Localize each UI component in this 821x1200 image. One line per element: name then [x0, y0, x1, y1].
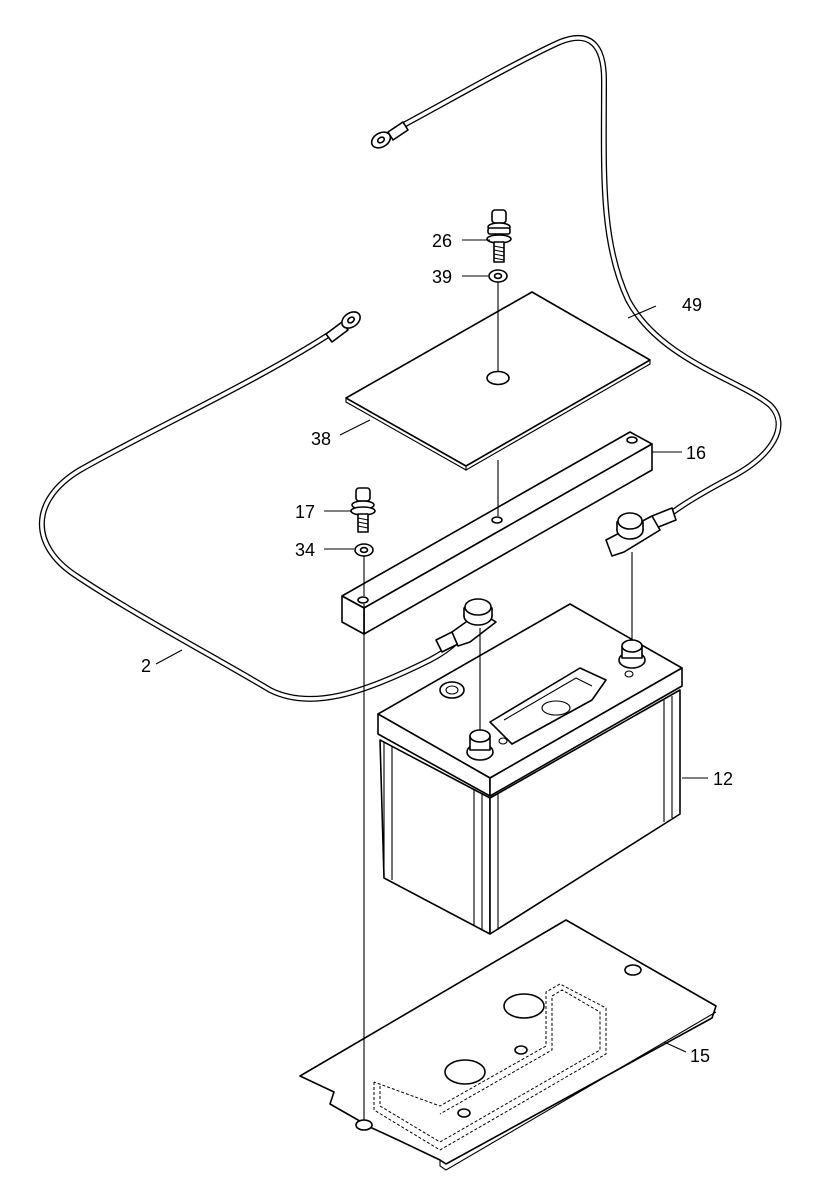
callout-49: 49	[682, 295, 702, 315]
hold-down-bar-16	[341, 431, 653, 635]
callout-39: 39	[432, 267, 452, 287]
washer-34	[354, 543, 374, 557]
assembly-lines	[363, 282, 633, 1120]
bolt-17	[350, 487, 376, 533]
callout-26: 26	[432, 231, 452, 251]
bolt-26	[486, 209, 512, 263]
cable-2	[38, 311, 497, 702]
callout-15: 15	[690, 1046, 710, 1066]
battery-tray-15	[299, 919, 717, 1171]
leader-lines	[155, 239, 708, 1053]
callout-12: 12	[713, 769, 733, 789]
plate-38	[345, 291, 651, 471]
cable-49-battery-clamp	[605, 507, 677, 557]
callout-17: 17	[295, 502, 315, 522]
callout-34: 34	[295, 540, 315, 560]
washer-39	[488, 269, 508, 283]
callout-16: 16	[686, 443, 706, 463]
cable-49-ring-terminal	[370, 121, 409, 149]
cable-49	[370, 34, 782, 557]
cable-2-battery-clamp	[435, 598, 497, 653]
callout-2: 2	[141, 656, 151, 676]
cable-2-ring-terminal	[325, 311, 361, 343]
battery-12	[377, 603, 683, 935]
callout-38: 38	[311, 429, 331, 449]
battery-negative-post	[466, 729, 494, 761]
callouts: 26 39 49 38 16 17 34 2 12 15	[141, 231, 733, 1066]
battery-positive-post	[618, 639, 646, 669]
